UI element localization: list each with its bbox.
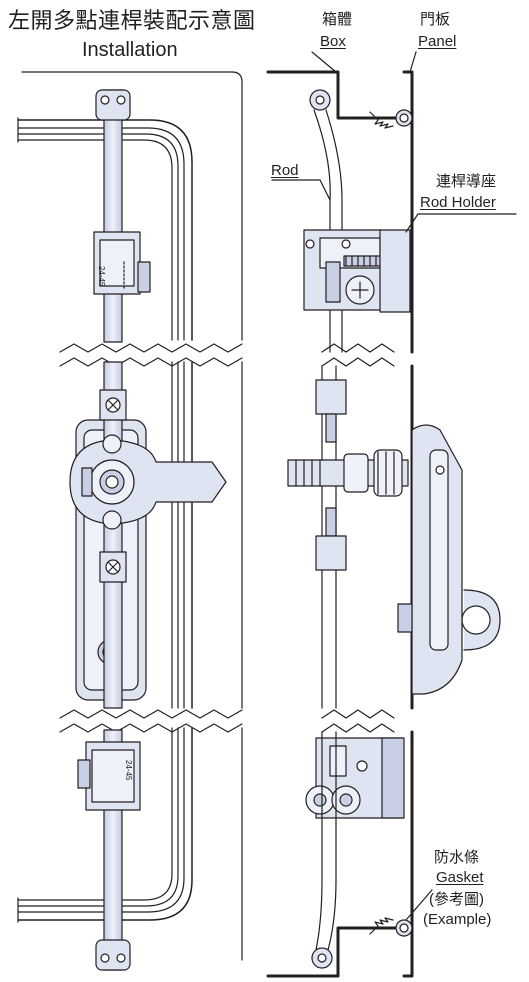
gasket-bottom	[369, 917, 413, 937]
break-line-left-4	[59, 723, 243, 733]
rod-holder-left-top	[93, 231, 151, 295]
padlock-ring	[461, 589, 501, 651]
break-line-left-2	[59, 357, 243, 367]
rod-holder-left-bottom	[77, 741, 141, 811]
latch-upper-bracket	[315, 379, 347, 443]
title-chinese: 左開多點連桿裝配示意圖	[8, 8, 256, 33]
break-line-left-3	[59, 709, 243, 719]
leader-gasket	[405, 889, 433, 921]
rod-right-top	[309, 89, 343, 353]
title-english: Installation	[82, 39, 178, 61]
rod-holder-label-en: Rod Holder	[420, 194, 496, 211]
rod-label: Rod	[271, 162, 299, 179]
latch-lower-bracket	[315, 507, 347, 571]
rod-holder-right	[303, 229, 411, 313]
part-mark-bottom: 24-45	[124, 760, 133, 781]
example-label-en: (Example)	[423, 911, 492, 928]
leader-panel	[409, 51, 417, 73]
cabinet-rails-middle	[171, 361, 243, 709]
rod-holder-label-cn: 連桿導座	[436, 173, 497, 190]
break-line-left-1	[59, 343, 243, 353]
leader-box	[311, 51, 337, 73]
example-label-cn: (參考圖)	[429, 891, 484, 908]
screw-plate-upper	[99, 389, 127, 421]
latch-nut	[397, 603, 413, 633]
rod-holder-right-bottom	[305, 737, 405, 819]
box-profile-bottom	[266, 730, 414, 978]
panel-label-cn: 門板	[420, 11, 451, 28]
break-line-right-4	[321, 723, 395, 733]
break-line-right-2	[321, 357, 395, 367]
latch-shaft	[287, 449, 409, 497]
panel-label-en: Panel	[418, 33, 457, 50]
gasket-label-cn: 防水條	[434, 849, 480, 866]
box-label-en: Box	[320, 33, 346, 50]
break-line-right-1	[321, 343, 395, 353]
gasket-label-en: Gasket	[436, 869, 484, 886]
rod-right-bottom	[311, 731, 337, 969]
screw-plate-lower	[99, 551, 127, 583]
box-profile-top	[266, 70, 414, 354]
cabinet-corner-top	[17, 71, 243, 341]
cam-lever	[69, 434, 227, 530]
cabinet-corner-bottom	[17, 727, 243, 961]
part-mark-top: 24-45	[97, 266, 106, 287]
handle-side-profile	[411, 424, 463, 695]
box-label-cn: 箱體	[322, 11, 353, 28]
gasket-top	[369, 109, 413, 129]
break-line-right-3	[321, 709, 395, 719]
leader-rod-holder	[405, 213, 419, 233]
